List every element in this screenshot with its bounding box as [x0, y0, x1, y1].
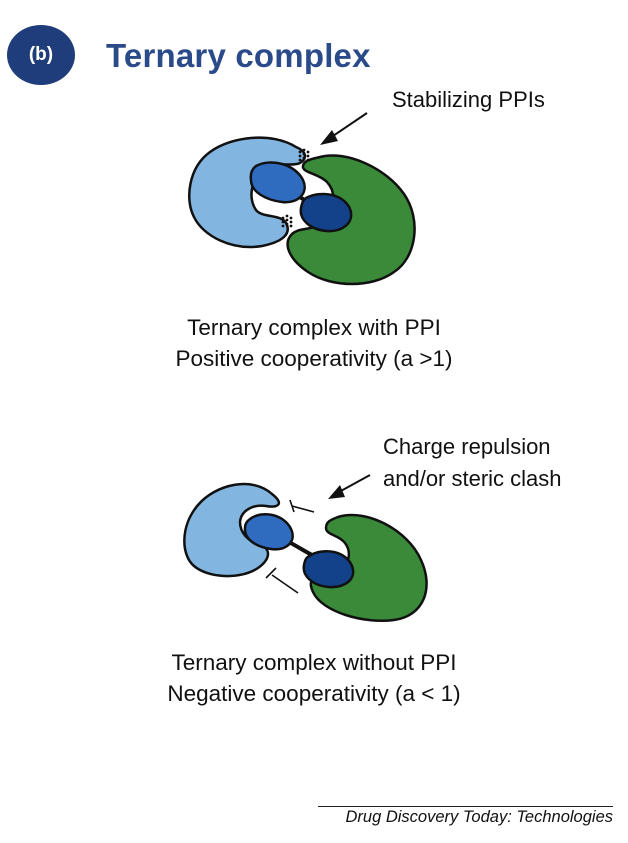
bottom-caption-line2: Negative cooperativity (a < 1)	[167, 681, 461, 706]
bottom-annotation-line1: Charge repulsion	[383, 434, 551, 459]
top-annotation-text: Stabilizing PPIs	[392, 87, 545, 112]
top-ppi-dots-lower	[281, 214, 293, 228]
top-annotation-arrow	[320, 112, 368, 145]
bottom-clash-symbol-lower	[265, 567, 299, 594]
bottom-caption: Ternary complex without PPI Negative coo…	[0, 647, 628, 709]
bottom-blue-ligand	[243, 513, 294, 551]
top-caption: Ternary complex with PPI Positive cooper…	[0, 312, 628, 374]
bottom-annotation-arrow	[328, 474, 371, 499]
top-caption-line1: Ternary complex with PPI	[187, 315, 441, 340]
bottom-caption-line1: Ternary complex without PPI	[171, 650, 457, 675]
bottom-light-blue-protein	[183, 482, 281, 578]
top-ppi-dots-upper	[298, 148, 310, 162]
bottom-annotation-line2: and/or steric clash	[383, 466, 562, 491]
source-credit: Drug Discovery Today: Technologies	[345, 808, 613, 826]
panel-title: Ternary complex	[106, 37, 371, 74]
bottom-green-protein	[309, 513, 428, 622]
panel-badge: (b)	[7, 25, 75, 85]
top-navy-ligand	[299, 192, 353, 233]
top-blue-ligand	[249, 161, 306, 204]
top-complex	[188, 112, 416, 286]
top-caption-line2: Positive cooperativity (a >1)	[175, 346, 453, 371]
top-light-blue-protein	[188, 136, 307, 249]
bottom-clash-symbol-upper	[289, 499, 315, 513]
bottom-navy-ligand	[302, 550, 355, 589]
bottom-complex	[183, 474, 428, 622]
footer-rule	[318, 806, 613, 807]
